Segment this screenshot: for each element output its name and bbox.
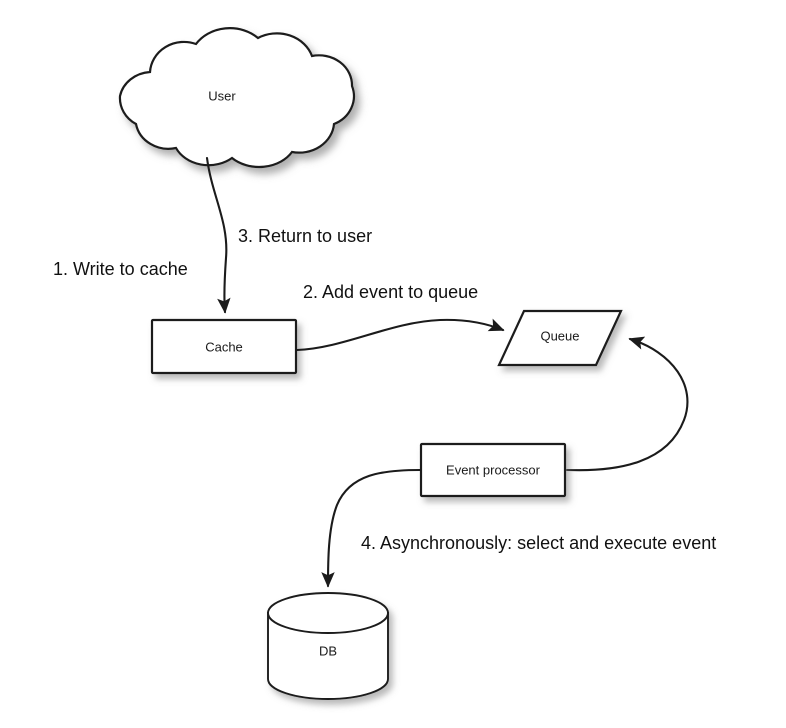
node-queue[interactable]: Queue [497,309,623,367]
node-user[interactable]: User [118,27,355,169]
edge-user-to-cache [205,156,231,314]
node-user-label: User [208,88,236,103]
step-label-3: 3. Return to user [238,226,372,246]
node-event-processor-label: Event processor [446,462,541,477]
edge-processor-to-db [321,468,422,588]
node-db-label: DB [319,643,337,658]
edge-cache-to-queue [295,318,505,352]
step-label-4: 4. Asynchronously: select and execute ev… [361,533,716,553]
step-label-2: 2. Add event to queue [303,282,478,302]
node-event-processor[interactable]: Event processor [419,442,567,498]
step-label-1: 1. Write to cache [53,259,188,279]
edge-processor-to-queue [565,336,689,472]
node-cache-label: Cache [205,339,243,354]
node-queue-label: Queue [540,328,579,343]
node-cache[interactable]: Cache [150,318,298,375]
node-db[interactable]: DB [267,592,389,700]
